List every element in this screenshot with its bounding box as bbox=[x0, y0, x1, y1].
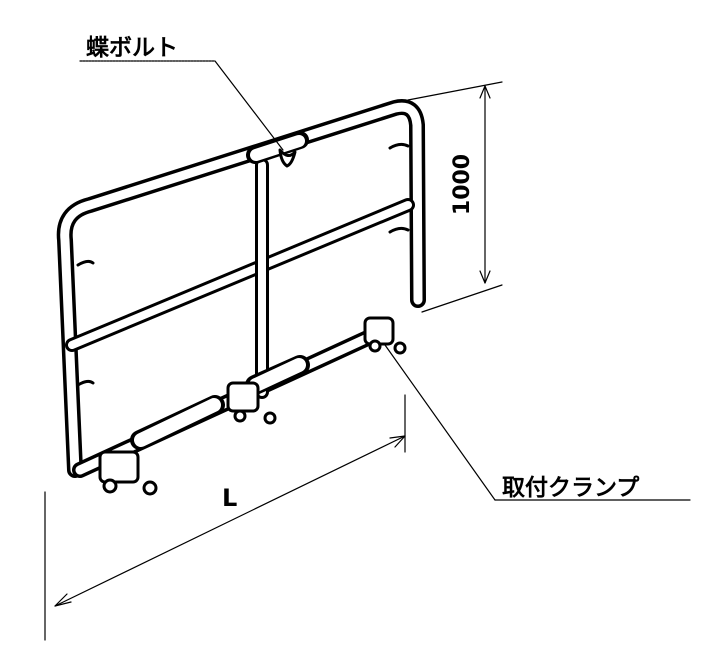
butterfly-bolts bbox=[76, 142, 410, 387]
length-dimension-label: L bbox=[222, 484, 238, 512]
mounting-clamp-label: 取付クランプ bbox=[502, 475, 640, 501]
height-dimension-label: 1000 bbox=[450, 153, 476, 216]
dimension-lines bbox=[44, 60, 691, 641]
railing-frame bbox=[56, 99, 426, 478]
butterfly-bolt-label: 蝶ボルト bbox=[86, 35, 178, 61]
mounting-clamps bbox=[98, 316, 407, 496]
